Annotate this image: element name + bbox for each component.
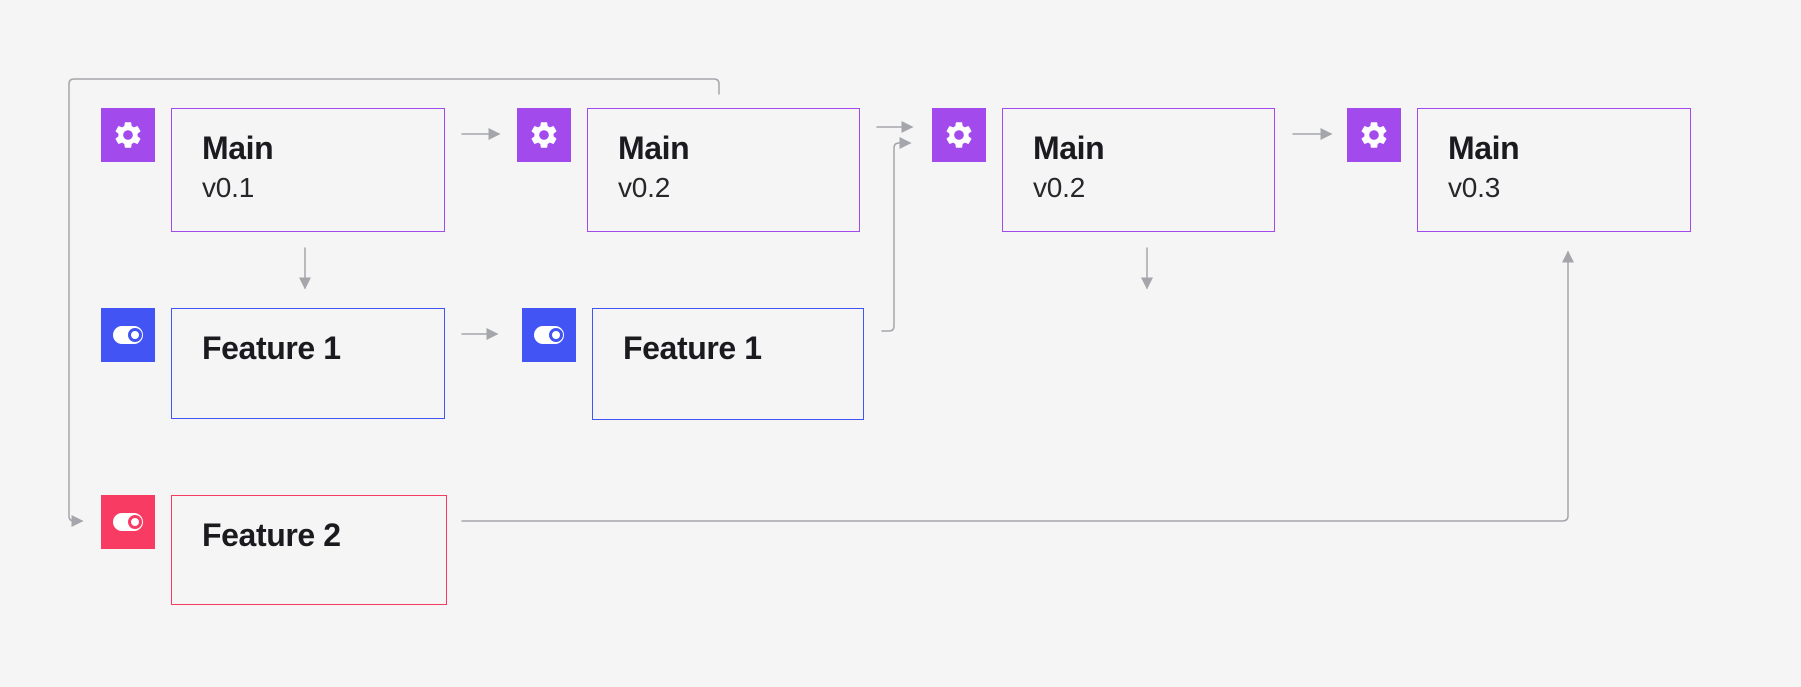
node-main-v0-2-a[interactable]: Main v0.2	[517, 108, 860, 232]
node-title: Main	[202, 130, 274, 166]
node-main-v0-1[interactable]: Main v0.1	[101, 108, 445, 232]
node-main-v0-2-b[interactable]: Main v0.2	[932, 108, 1275, 232]
toggle-glyph	[113, 513, 143, 531]
toggle-knob	[128, 328, 142, 342]
toggle-icon[interactable]	[101, 495, 155, 549]
gear-icon[interactable]	[101, 108, 155, 162]
gear-icon[interactable]	[932, 108, 986, 162]
gear-glyph	[1361, 122, 1387, 148]
node-main-v0-3[interactable]: Main v0.3	[1347, 108, 1691, 232]
edge-feature2-main4	[461, 250, 1574, 522]
edge-feature1b-main3	[881, 137, 912, 332]
node-feature-2[interactable]: Feature 2	[101, 495, 447, 605]
toggle-icon[interactable]	[101, 308, 155, 362]
node-title: Feature 2	[202, 517, 341, 553]
node-version: v0.3	[1448, 172, 1501, 203]
node-version: v0.2	[618, 172, 671, 203]
node-title: Main	[1448, 130, 1520, 166]
gear-glyph	[531, 122, 557, 148]
gear-icon[interactable]	[517, 108, 571, 162]
node-version: v0.2	[1033, 172, 1086, 203]
node-feature-1-a[interactable]: Feature 1	[101, 308, 445, 419]
toggle-glyph	[534, 326, 564, 344]
node-title: Feature 1	[623, 330, 762, 366]
node-title: Main	[618, 130, 690, 166]
toggle-glyph	[113, 326, 143, 344]
gear-glyph	[946, 122, 972, 148]
toggle-icon[interactable]	[522, 308, 576, 362]
gear-icon[interactable]	[1347, 108, 1401, 162]
gear-glyph	[115, 122, 141, 148]
node-title: Main	[1033, 130, 1105, 166]
toggle-knob	[128, 515, 142, 529]
toggle-knob	[549, 328, 563, 342]
edge-main2-feature2	[68, 78, 720, 527]
node-version: v0.1	[202, 172, 255, 203]
node-feature-1-b[interactable]: Feature 1	[522, 308, 864, 420]
node-title: Feature 1	[202, 330, 341, 366]
